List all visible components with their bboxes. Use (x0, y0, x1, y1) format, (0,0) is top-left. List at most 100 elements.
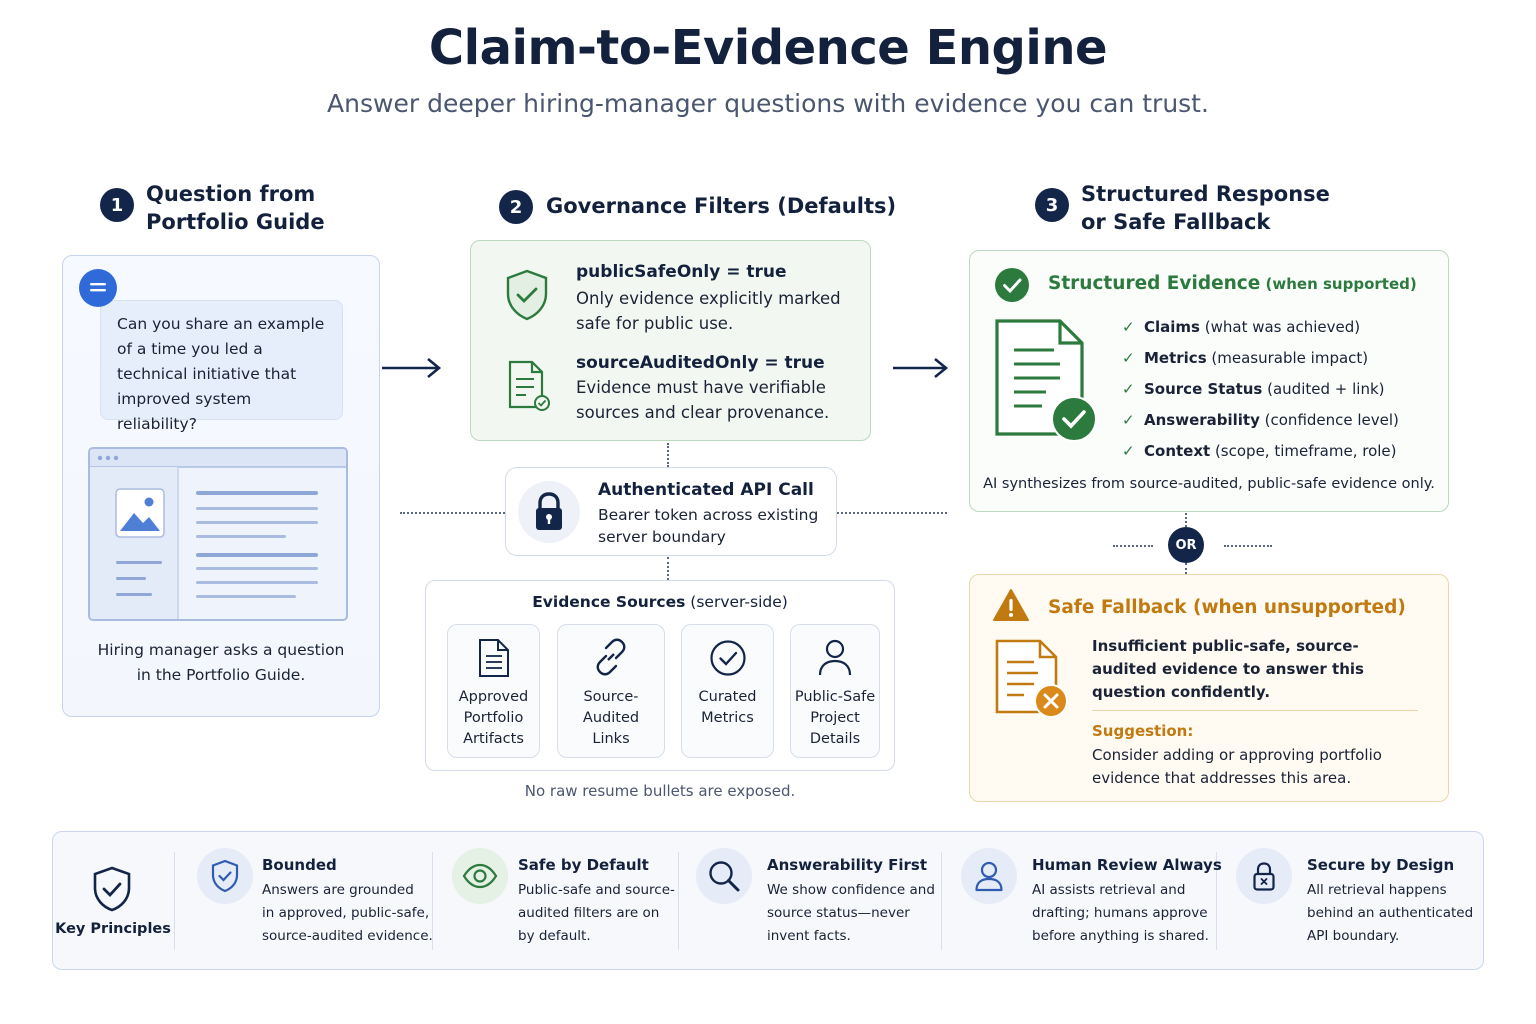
shield-check-icon (197, 848, 253, 904)
source-label-curated-metrics: Curated Metrics (681, 687, 774, 729)
filter-public-safe-text: Only evidence explicitly marked safe for… (576, 286, 841, 336)
source-card-project-details (790, 624, 880, 758)
safe-fallback-divider (1092, 710, 1418, 711)
page-title: Claim-to-Evidence Engine (428, 20, 1108, 76)
shield-check-icon (92, 866, 132, 916)
structured-item-desc: (confidence level) (1259, 411, 1399, 429)
connector-dotted (400, 512, 505, 514)
structured-item-label: Source Status (1144, 380, 1263, 398)
principle-text-line: AI assists retrieval and (1032, 882, 1186, 898)
principle-title-answerability: Answerability First (767, 856, 927, 874)
step-3-number: 3 (1035, 188, 1069, 222)
structured-evidence-note: AI synthesizes from source-audited, publ… (983, 476, 1435, 492)
source-label-approved-artifacts: Approved Portfolio Artifacts (447, 687, 540, 750)
principle-text-line: Answers are grounded (262, 882, 414, 898)
source-label-line: Details (809, 731, 861, 747)
evidence-sources-title: Evidence Sources (server-side) (425, 593, 895, 611)
principle-separator (432, 852, 433, 950)
source-label-line: Source-Audited (582, 689, 640, 726)
principle-text-line: invent facts. (767, 928, 851, 944)
connector-dotted (1113, 545, 1153, 547)
step-2-number: 2 (499, 190, 533, 224)
api-call-box (505, 467, 837, 556)
filter-source-audited-text: Evidence must have verifiable sources an… (576, 375, 829, 425)
structured-evidence-title-sub: (when supported) (1260, 275, 1417, 293)
connector-dotted (837, 512, 947, 514)
document-error-icon (994, 638, 1070, 724)
principle-title-secure: Secure by Design (1307, 856, 1455, 874)
or-badge: OR (1168, 527, 1204, 563)
checkmark-icon: ✓ (1122, 349, 1135, 367)
suggestion-text: Consider adding or approving portfolio e… (1092, 746, 1382, 787)
structured-evidence-title: Structured Evidence (when supported) (1048, 273, 1417, 294)
portfolio-guide-window (88, 447, 348, 621)
principle-text-secure: All retrieval happens behind an authenti… (1307, 879, 1473, 948)
question-caption-line1: Hiring manager asks a question (97, 641, 345, 659)
source-card-audited-links (557, 624, 665, 758)
warning-icon (992, 588, 1030, 626)
principle-text-line: audited filters are on (518, 905, 660, 921)
api-call-text: Bearer token across existing server boun… (598, 504, 818, 548)
structured-evidence-title-main: Structured Evidence (1048, 273, 1261, 294)
source-card-curated-metrics (681, 624, 774, 758)
connector-dotted (1224, 545, 1272, 547)
filter-source-audited-line2: sources and clear provenance. (576, 403, 830, 422)
step-3-title: Structured Response or Safe Fallback (1081, 180, 1330, 236)
principle-separator (1216, 852, 1217, 950)
structured-item-claims: ✓Claims (what was achieved) (1122, 318, 1360, 336)
step-1-title: Question from Portfolio Guide (146, 180, 325, 236)
principle-text-line: before anything is shared. (1032, 928, 1209, 944)
structured-item-desc: (audited + link) (1262, 380, 1385, 398)
document-check-icon (506, 359, 552, 417)
source-label-line: Curated (698, 689, 757, 705)
key-principles-label: Key Principles (55, 921, 171, 937)
checkmark-icon: ✓ (1122, 318, 1135, 336)
principle-text-line: behind an authenticated (1307, 905, 1474, 921)
connector-dotted (1185, 563, 1187, 574)
principle-separator (174, 852, 175, 950)
api-call-line1: Bearer token across existing (598, 506, 819, 524)
eye-icon (452, 848, 508, 904)
source-label-line: Artifacts (463, 731, 524, 747)
checkmark-icon: ✓ (1122, 411, 1135, 429)
principle-title-human-review: Human Review Always (1032, 856, 1222, 874)
principle-text-answerability: We show confidence and source status—nev… (767, 879, 935, 948)
structured-item-label: Context (1144, 442, 1211, 460)
source-label-line: Portfolio (463, 710, 524, 726)
step-1-title-line2: Portfolio Guide (146, 210, 325, 234)
source-label-audited-links: Source-Audited Links (557, 687, 665, 750)
connector-dotted (667, 443, 669, 467)
principle-text-line: source status—never (767, 905, 910, 921)
step-3-title-line2: or Safe Fallback (1081, 210, 1271, 234)
principle-text-safe-default: Public-safe and source- audited filters … (518, 879, 675, 948)
filter-source-audited-line1: Evidence must have verifiable (576, 378, 826, 397)
filter-public-safe-head: publicSafeOnly = true (576, 262, 787, 282)
principle-text-line: We show confidence and (767, 882, 935, 898)
evidence-sources-note: No raw resume bullets are exposed. (524, 782, 796, 800)
source-label-line: Project (810, 710, 860, 726)
evidence-sources-title-bold: Evidence Sources (532, 593, 686, 611)
lock-icon (1236, 848, 1292, 904)
api-call-title: Authenticated API Call (598, 480, 814, 500)
principle-text-line: source-audited evidence. (262, 928, 433, 944)
arrow-right-icon (380, 356, 444, 384)
connector-dotted (1185, 513, 1187, 527)
structured-item-context: ✓Context (scope, timeframe, role) (1122, 442, 1397, 460)
document-icon (477, 638, 511, 682)
principle-text-human-review: AI assists retrieval and drafting; human… (1032, 879, 1209, 948)
document-check-icon (994, 318, 1098, 446)
step-2-title: Governance Filters (Defaults) (546, 194, 897, 218)
filter-public-safe-line1: Only evidence explicitly marked (576, 289, 841, 308)
principle-title-safe-default: Safe by Default (518, 856, 649, 874)
filter-public-safe-line2: safe for public use. (576, 314, 734, 333)
arrow-right-icon (891, 356, 951, 384)
source-label-project-details: Public-Safe Project Details (790, 687, 880, 750)
lock-icon (518, 481, 580, 543)
structured-item-source-status: ✓Source Status (audited + link) (1122, 380, 1384, 398)
structured-item-metrics: ✓Metrics (measurable impact) (1122, 349, 1368, 367)
principle-text-bounded: Answers are grounded in approved, public… (262, 879, 433, 948)
structured-item-desc: (scope, timeframe, role) (1210, 442, 1397, 460)
principle-text-line: in approved, public-safe, (262, 905, 430, 921)
source-label-line: Approved (458, 689, 529, 705)
connector-dotted (667, 557, 669, 580)
